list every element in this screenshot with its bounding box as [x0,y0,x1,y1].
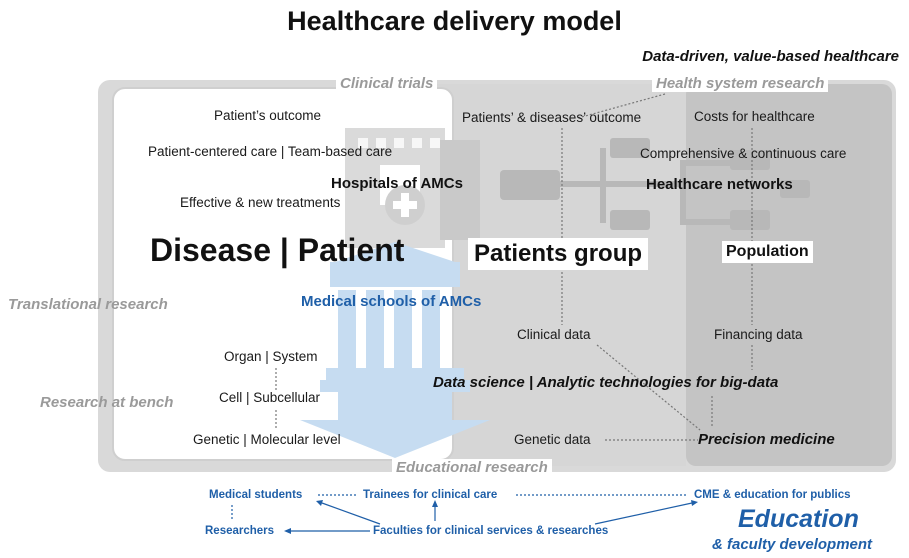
trainees-label: Trainees for clinical care [363,489,498,501]
hospital-building-2 [440,140,480,240]
educational-research-label: Educational research [392,459,552,476]
subtitle: Data-driven, value-based healthcare [642,48,899,65]
hospitals-label: Hospitals of AMCs [331,175,463,192]
arrow-faculty-students [321,502,381,525]
genetic-data-text: Genetic data [514,432,591,447]
arrowhead-trainees [432,500,438,507]
education-subtitle: & faculty development [712,536,873,553]
arrowhead-cme [691,500,698,506]
arrowhead-students [316,500,323,506]
arrowhead-researchers [284,528,291,534]
down-arrow [300,392,490,458]
continuous-care-text: Comprehensive & continuous care [640,146,847,161]
network-icon [500,138,810,230]
clinical-trials-label: Clinical trials [336,75,438,92]
faculties-label: Faculties for clinical services & resear… [373,525,609,537]
patients-group-label: Patients group [468,238,649,270]
hospital-icon-windows [358,138,440,148]
hospital-icon [345,128,445,248]
arrow-faculty-cme [594,502,693,525]
patients-diseases-outcome-text: Patients’ & diseases’ outcome [462,110,642,125]
page-title: Healthcare delivery model [287,6,622,36]
care-types-text: Patient-centered care | Team-based care [148,144,393,159]
costs-text: Costs for healthcare [694,109,815,124]
healthcare-networks-label: Healthcare networks [646,176,793,193]
health-system-research-label: Health system research [652,75,829,92]
research-at-bench-label: Research at bench [40,394,174,411]
financing-data-text: Financing data [714,327,803,342]
population-label: Population [722,241,813,263]
cell-text: Cell | Subcellular [219,390,321,405]
researchers-label: Researchers [205,525,275,537]
medical-students-label: Medical students [209,489,303,501]
organ-system-text: Organ | System [224,349,318,364]
translational-research-label: Translational research [8,296,168,313]
medical-school-icon [320,242,470,392]
precision-medicine-label: Precision medicine [698,431,835,448]
patient-outcome-text: Patient’s outcome [214,108,322,123]
dotted-hsr-outcome [577,93,666,119]
education-title: Education [738,505,859,533]
treatments-text: Effective & new treatments [180,195,341,210]
clinical-data-text: Clinical data [517,327,591,342]
data-science-label: Data science | Analytic technologies for… [433,374,779,391]
disease-patient-label: Disease | Patient [150,232,405,268]
genetic-level-text: Genetic | Molecular level [193,432,341,447]
cme-label: CME & education for publics [694,489,851,501]
population-panel [686,84,892,466]
medical-schools-label: Medical schools of AMCs [301,293,482,310]
